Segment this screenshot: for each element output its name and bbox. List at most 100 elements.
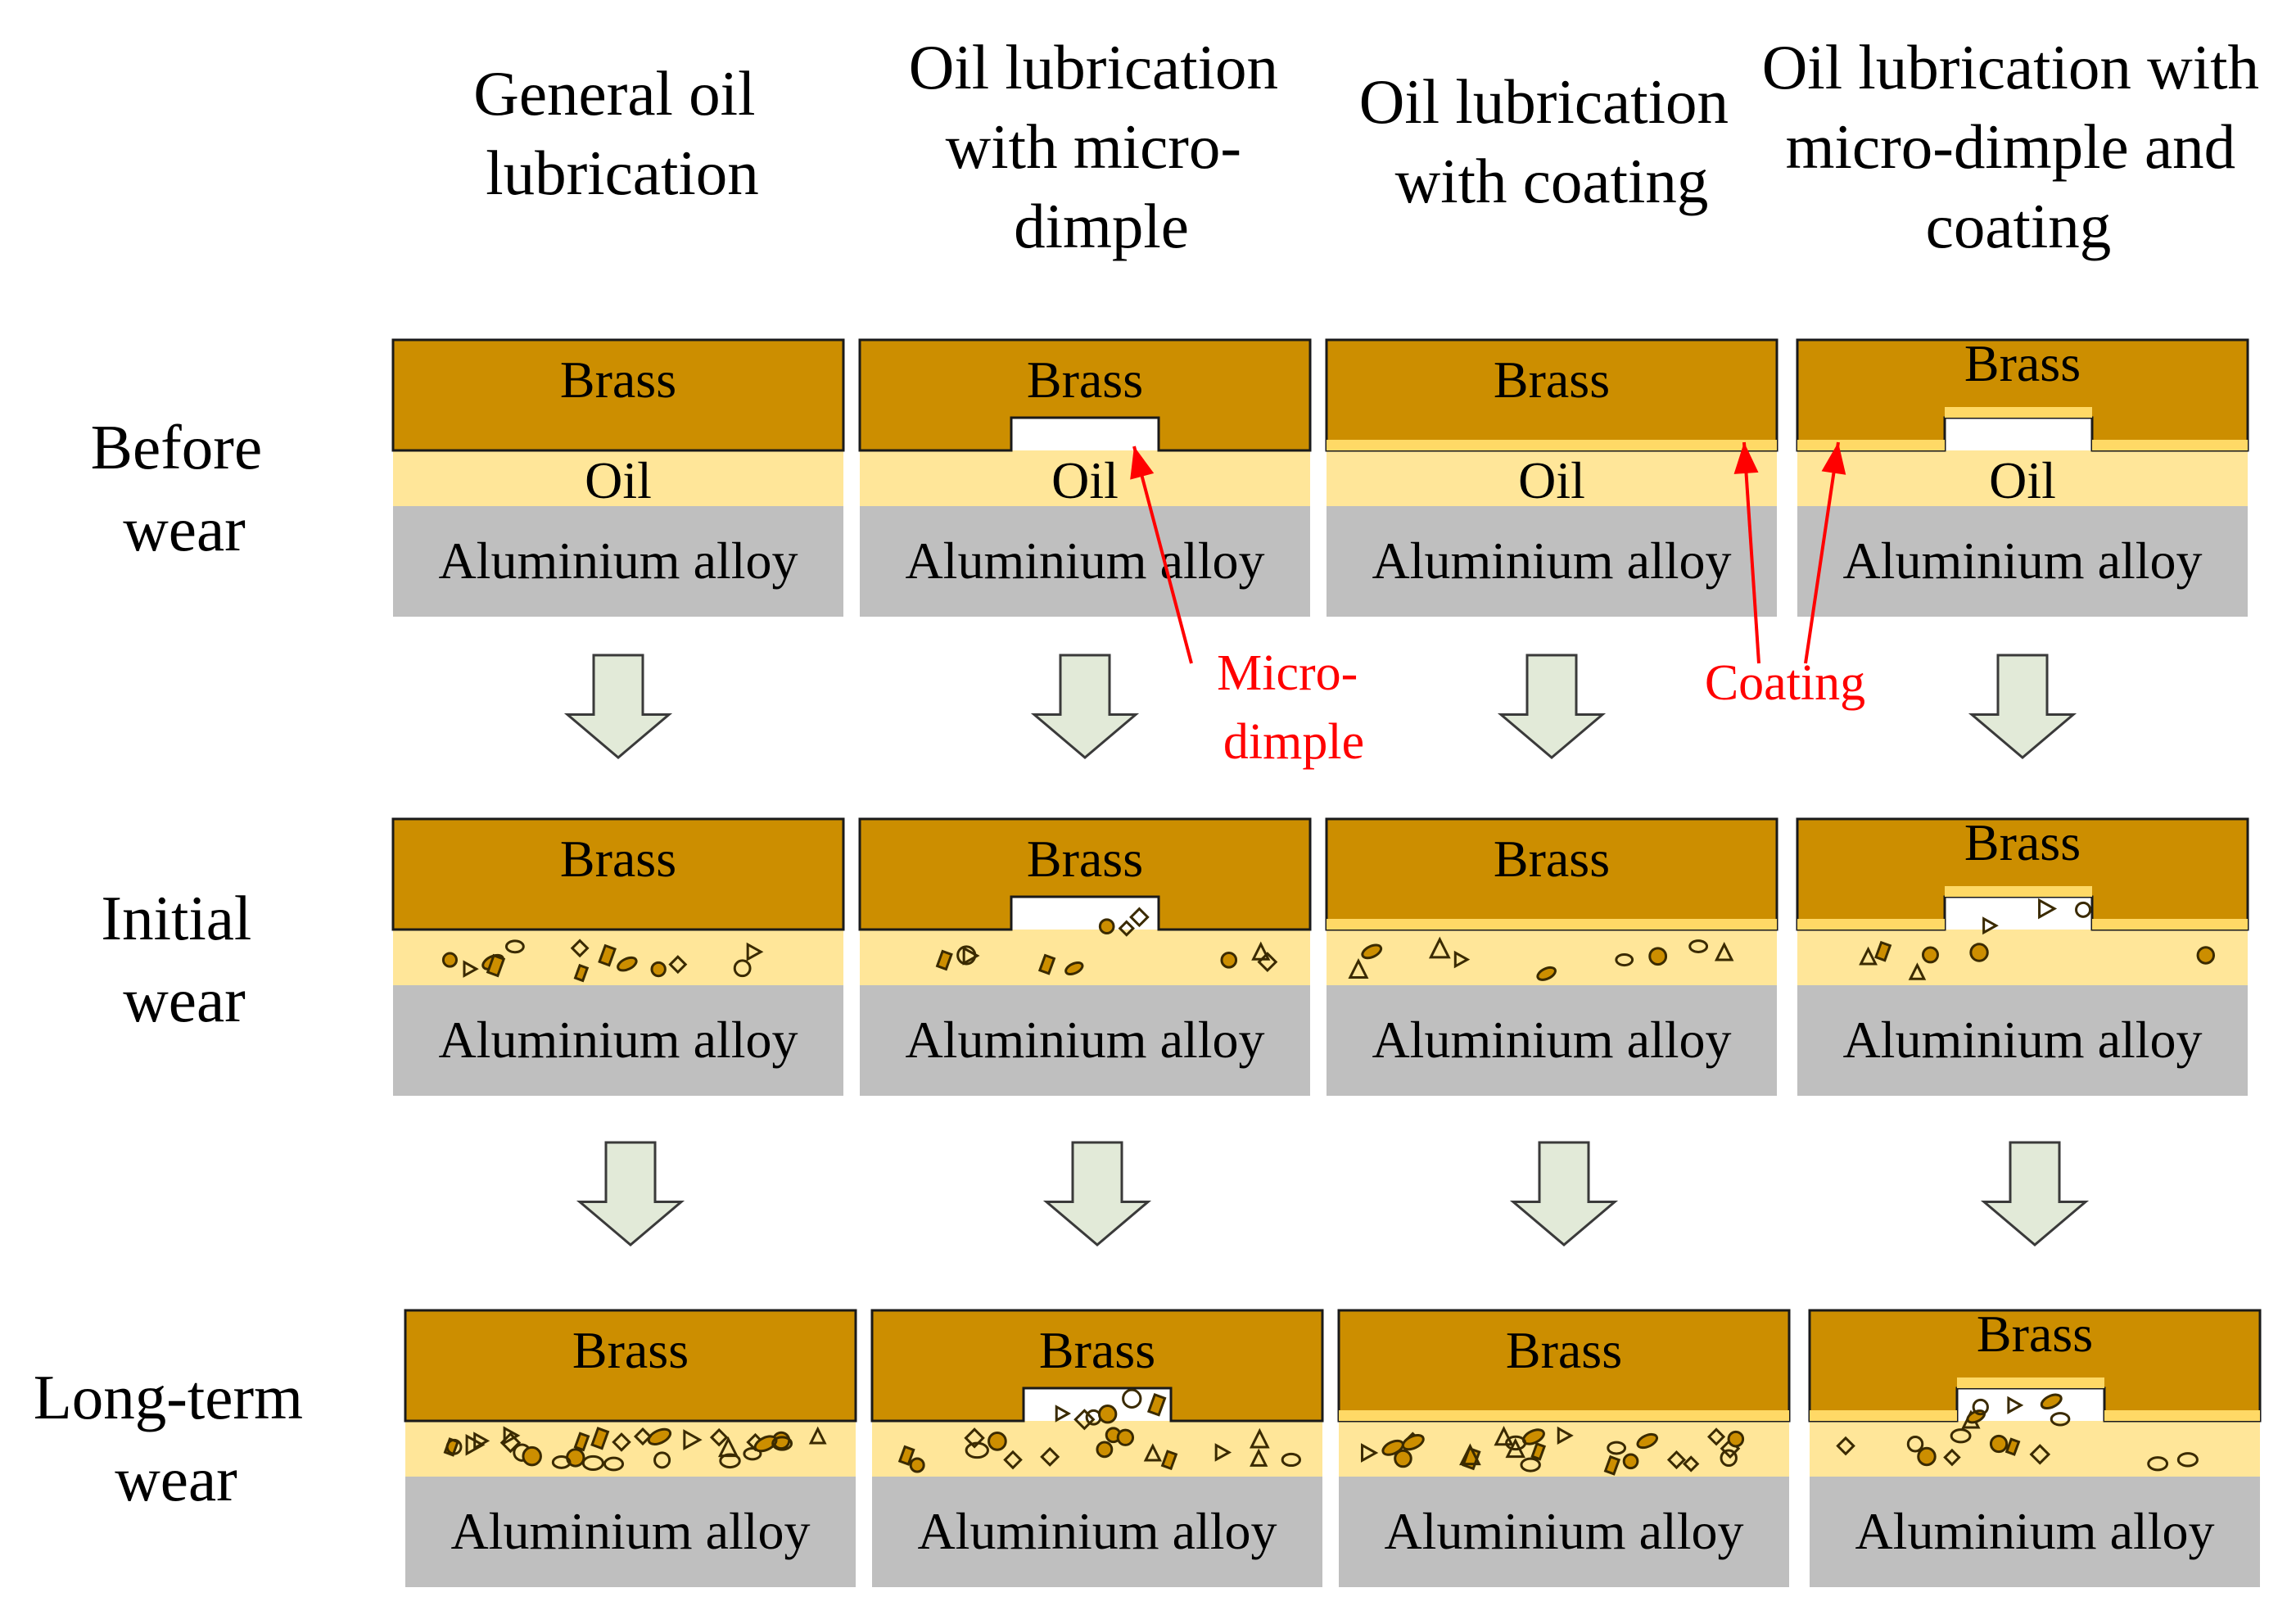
aluminium-label: Aluminium alloy	[1384, 1502, 1743, 1560]
debris-particle	[1003, 1450, 1023, 1470]
oil-label: Oil	[585, 451, 652, 509]
debris-particle	[1361, 943, 1383, 960]
transition-arrows	[563, 654, 2090, 1246]
brass-label: Brass	[1027, 351, 1143, 409]
debris-particle	[486, 953, 506, 978]
debris-particle	[746, 942, 764, 961]
debris-particle	[2007, 1396, 2024, 1414]
coating-layer	[1339, 1410, 1789, 1421]
debris-particle	[1214, 1443, 1232, 1462]
debris-particle	[1428, 936, 1451, 959]
aluminium-layer	[860, 506, 1310, 617]
debris-particle	[522, 1445, 542, 1467]
aluminium-layer	[1339, 1477, 1789, 1587]
brass-layer	[858, 338, 1312, 452]
row-header-long-term-wear: Long-term wear	[34, 1362, 319, 1514]
debris-particle	[964, 1427, 985, 1449]
column-header-general-oil: General oil lubrication	[473, 58, 771, 208]
debris-particle	[653, 1451, 671, 1469]
debris-particle	[962, 946, 980, 966]
debris-particle	[1348, 957, 1369, 979]
brass-label: Brass	[1977, 1305, 2093, 1363]
debris-particle	[1921, 946, 1939, 964]
debris-particle	[590, 1427, 610, 1450]
down-arrow	[1030, 654, 1140, 759]
debris-particle	[897, 1445, 915, 1466]
callout-pointer-line	[1742, 441, 1760, 664]
coating-layer	[1797, 407, 2248, 450]
brass-label: Brass	[1027, 830, 1143, 888]
aluminium-layer	[393, 985, 843, 1096]
oil-layer	[393, 450, 843, 506]
brass-layer	[870, 1309, 1324, 1423]
debris-particle	[2196, 946, 2216, 965]
debris-particle	[2029, 1444, 2051, 1465]
debris-particle	[1401, 1433, 1425, 1451]
debris-particle	[1530, 1442, 1547, 1461]
debris-particle	[617, 956, 638, 972]
brass-label: Brass	[1964, 334, 2081, 392]
aluminium-layer	[393, 506, 843, 617]
debris-particle	[1972, 1398, 1989, 1416]
debris-particle	[1714, 941, 1734, 961]
brass-layer	[391, 817, 845, 931]
debris-particle	[1494, 1426, 1514, 1446]
callout-arrowhead	[1130, 446, 1155, 480]
debris-particle	[441, 952, 458, 968]
brass-layer	[858, 817, 1312, 931]
debris-particle	[1073, 1409, 1096, 1431]
debris-particle	[1129, 907, 1150, 928]
debris-particle	[2147, 1456, 2169, 1472]
aluminium-layer	[1797, 985, 2248, 1096]
debris-particle	[1055, 1405, 1072, 1423]
aluminium-label: Aluminium alloy	[450, 1502, 810, 1560]
oil-label: Oil	[1518, 451, 1585, 509]
debris-particle	[1160, 1450, 1178, 1471]
column-header-micro-dimple: Oil lubrication with micro- dimple	[909, 32, 1294, 261]
callout-pointer-line	[1132, 446, 1193, 664]
callout-arrowhead	[1733, 442, 1759, 474]
debris-particle	[743, 1446, 762, 1461]
debris-particle	[1220, 952, 1238, 969]
debris-particle	[1836, 1436, 1855, 1456]
aluminium-layer	[1797, 506, 2248, 617]
debris-particle	[503, 1426, 521, 1445]
debris-particle	[1874, 940, 1892, 962]
debris-particle	[935, 949, 953, 971]
debris-particle	[463, 960, 479, 978]
debris-particle	[1257, 952, 1278, 973]
debris-particle	[683, 1429, 703, 1451]
debris-particle	[1505, 1435, 1527, 1451]
debris-particle	[551, 1455, 572, 1469]
oil-layer	[860, 450, 1310, 506]
debris-particle	[1557, 1426, 1574, 1445]
brass-label: Brass	[1494, 351, 1610, 409]
brass-label: Brass	[1506, 1321, 1622, 1379]
debris-particle	[1122, 1388, 1142, 1409]
down-arrow	[1968, 654, 2077, 759]
debris-particle	[1040, 1446, 1060, 1467]
debris-particle	[1037, 953, 1056, 975]
debris-particle	[1636, 1432, 1659, 1450]
aluminium-label: Aluminium alloy	[905, 532, 1264, 590]
debris-particle	[581, 1454, 604, 1471]
aluminium-label: Aluminium alloy	[1842, 1011, 2202, 1069]
coating-layer	[1327, 919, 1777, 930]
debris-particle	[1118, 920, 1135, 937]
debris-particle	[1146, 1392, 1167, 1417]
oil-layer	[1327, 450, 1777, 506]
debris-particle	[1682, 1455, 1700, 1472]
coating-callout-label: Coating	[1705, 655, 1865, 711]
debris-particle	[1603, 1454, 1621, 1476]
debris-particle	[709, 1427, 729, 1447]
down-arrow	[1980, 1141, 2090, 1246]
